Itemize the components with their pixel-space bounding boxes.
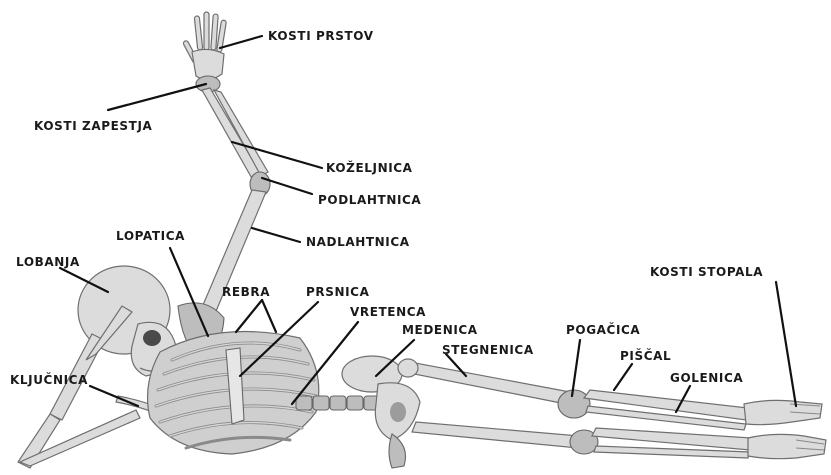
label-kosti-prstov: KOSTI PRSTOV bbox=[268, 29, 374, 43]
forearm-ulna bbox=[214, 90, 268, 176]
leader-kosti-stopala bbox=[776, 282, 796, 406]
label-podlahtnica: PODLAHTNICA bbox=[318, 193, 421, 207]
leader-kosti-prstov bbox=[220, 36, 262, 48]
leader-rebra-2 bbox=[262, 300, 276, 332]
spine bbox=[296, 396, 380, 410]
label-medenica: MEDENICA bbox=[402, 323, 478, 337]
label-lopatica: LOPATICA bbox=[116, 229, 185, 243]
leader-kosti-zapestja bbox=[108, 84, 206, 110]
femur-head bbox=[398, 359, 418, 377]
femur-upper bbox=[404, 362, 570, 404]
label-kljucnica: KLJUČNICA bbox=[10, 372, 88, 387]
leader-piscal bbox=[614, 364, 632, 390]
leader-kljucnica bbox=[90, 386, 138, 406]
label-golenica: GOLENICA bbox=[670, 371, 743, 385]
leader-rebra-1 bbox=[236, 300, 262, 332]
label-nadlahtnica: NADLAHTNICA bbox=[306, 235, 410, 249]
label-kosti-stopala: KOSTI STOPALA bbox=[650, 265, 763, 279]
label-pogacica: POGAČICA bbox=[566, 322, 640, 337]
label-prsnica: PRSNICA bbox=[306, 285, 370, 299]
ribcage bbox=[148, 332, 319, 454]
label-kozeljnica: KOŽELJNICA bbox=[326, 160, 413, 175]
label-stegnenica: STEGNENICA bbox=[442, 343, 534, 357]
foot-bones bbox=[744, 400, 826, 458]
hand-bones bbox=[192, 49, 224, 79]
label-rebra: REBRA bbox=[222, 285, 270, 299]
patella bbox=[558, 390, 590, 418]
label-piscal: PIŠČAL bbox=[620, 348, 671, 363]
femur-lower bbox=[412, 422, 580, 448]
leader-pogacica bbox=[572, 340, 580, 396]
label-lobanja: LOBANJA bbox=[16, 255, 80, 269]
forearm-radius bbox=[202, 88, 262, 182]
leader-nadlahtnica bbox=[252, 228, 300, 242]
label-kosti-zapestja: KOSTI ZAPESTJA bbox=[34, 119, 153, 133]
label-vretenca: VRETENCA bbox=[350, 305, 426, 319]
